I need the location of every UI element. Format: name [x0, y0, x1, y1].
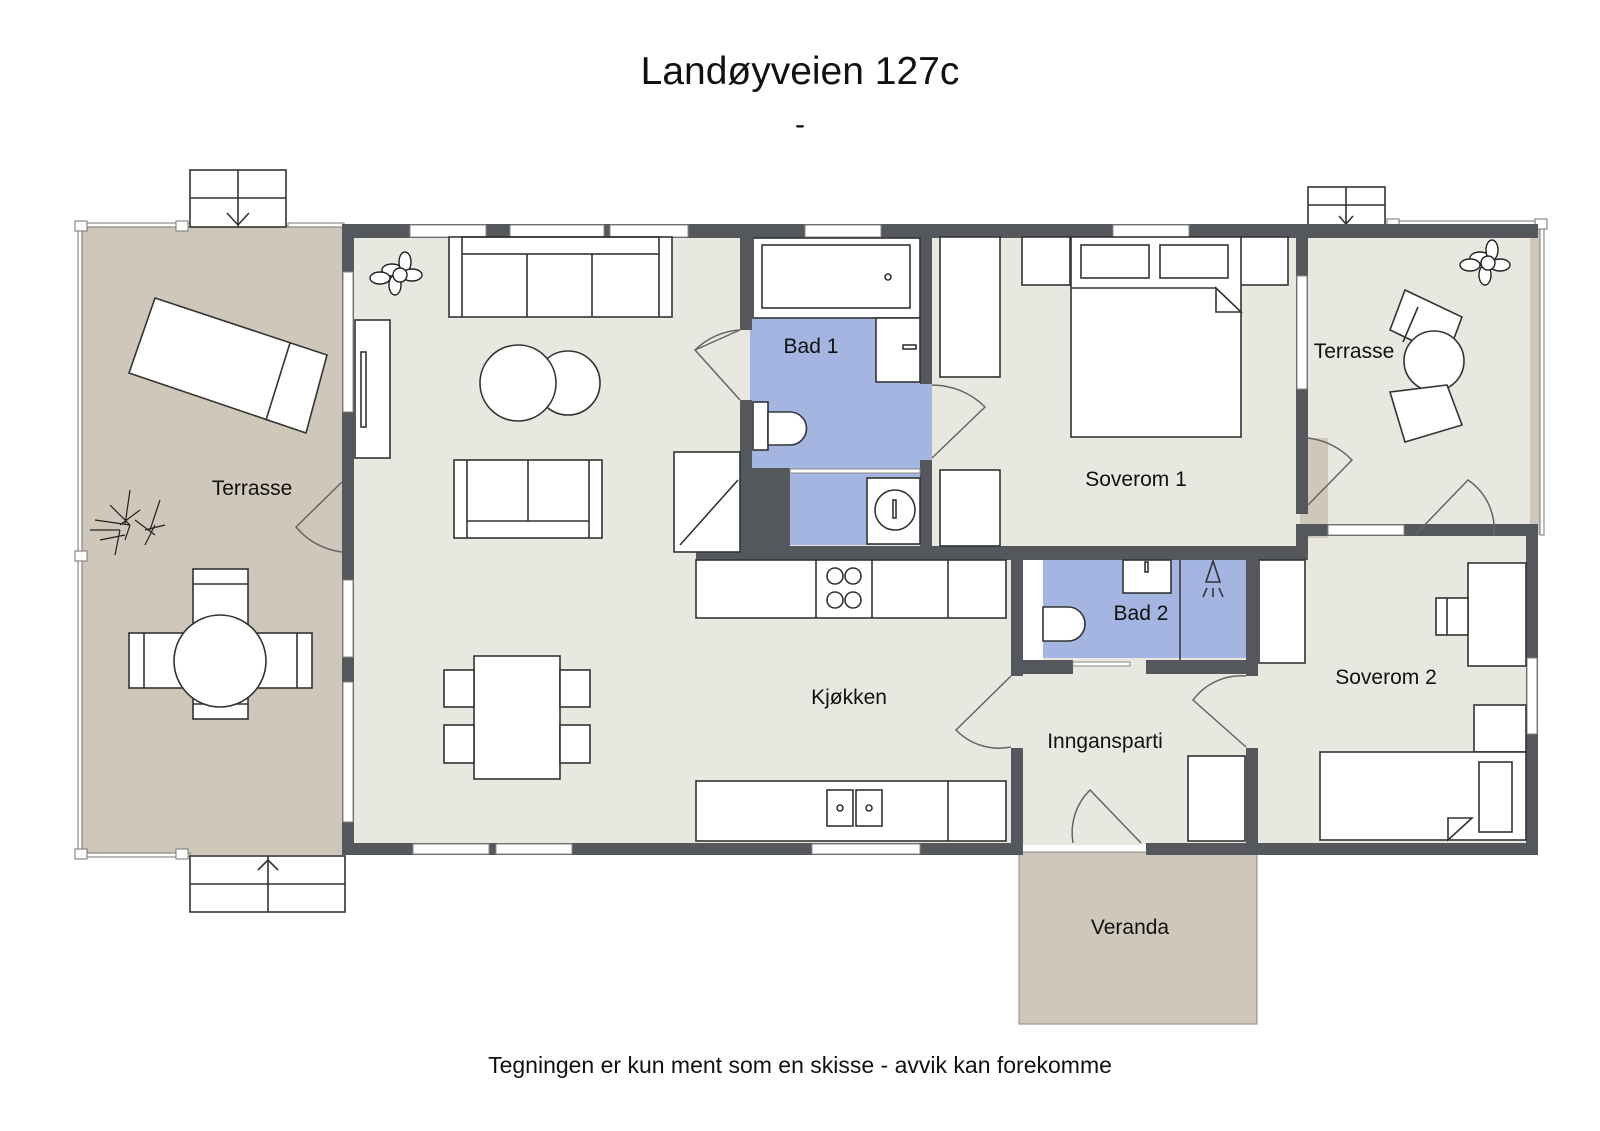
- room-label-soverom2: Soverom 2: [1335, 666, 1437, 689]
- wardrobe: [939, 469, 1001, 547]
- wardrobe-door: [679, 479, 739, 546]
- room-label-terrace-east: Terrasse: [1314, 340, 1395, 363]
- bathtub-icon: [752, 237, 921, 319]
- room-label-terrace-west: Terrasse: [212, 477, 293, 500]
- plant-icon: [1459, 239, 1511, 286]
- desk-icon: [1435, 562, 1527, 667]
- post: [74, 848, 88, 860]
- sofa-icon: [448, 236, 673, 318]
- sofa-icon: [453, 459, 603, 539]
- nightstand: [1021, 236, 1071, 286]
- sink-icon: [875, 317, 921, 383]
- stairs-icon: [189, 169, 287, 228]
- nightstand: [1239, 236, 1289, 286]
- shower-icon: [1202, 558, 1224, 598]
- wardrobe: [1187, 755, 1246, 842]
- railing-west: [77, 224, 83, 856]
- wardrobe: [939, 236, 1001, 378]
- window-icon: [342, 224, 1538, 855]
- wardrobe: [673, 451, 741, 553]
- kitchen-counter: [695, 780, 1007, 842]
- railing-north-west: [79, 222, 191, 228]
- room-label-bad2: Bad 2: [1114, 602, 1169, 625]
- room-label-veranda: Veranda: [1091, 916, 1170, 939]
- railing-east: [1539, 224, 1545, 536]
- dining-table-icon: [443, 655, 591, 780]
- sink-icon: [826, 789, 883, 827]
- sliding-door: [1072, 661, 1131, 667]
- table-icon: [1403, 330, 1465, 392]
- lounger-icon: [127, 296, 328, 435]
- interior-walls: [696, 224, 1308, 855]
- door-icon: [294, 329, 1495, 844]
- railing-south-west: [79, 852, 191, 858]
- dining-set-icon: [128, 568, 313, 720]
- post: [175, 848, 189, 860]
- stove-icon: [826, 567, 862, 609]
- toilet-icon: [1042, 606, 1086, 642]
- post: [74, 220, 88, 232]
- toilet-cistern: [1023, 560, 1043, 660]
- stairs-icon: [1307, 186, 1386, 226]
- sink-icon: [1122, 559, 1172, 594]
- plant-icon: [369, 251, 423, 296]
- room-label-kjokken: Kjøkken: [811, 686, 887, 709]
- room-label-bad1: Bad 1: [784, 335, 839, 358]
- post: [74, 550, 88, 562]
- nightstand: [1473, 704, 1527, 753]
- toilet-icon: [752, 401, 808, 451]
- room-label-soverom1: Soverom 1: [1085, 468, 1187, 491]
- bed-icon: [1319, 751, 1527, 842]
- coffee-table-icon: [479, 344, 601, 422]
- chair-icon: [1388, 384, 1464, 443]
- stairs-icon: [189, 855, 346, 913]
- disclaimer: Tegningen er kun ment som en skisse - av…: [488, 1052, 1112, 1078]
- plan-subtitle: -: [795, 108, 805, 141]
- post: [175, 220, 189, 232]
- washing-machine-icon: [866, 477, 921, 545]
- plan-title: Landøyveien 127c: [640, 50, 960, 93]
- railing-north-east: [287, 222, 345, 228]
- bed-icon: [1070, 236, 1243, 438]
- sliding-door: [789, 468, 921, 474]
- room-label-inngangsparti: Inngansparti: [1047, 730, 1163, 753]
- tv-bench-icon: [354, 319, 391, 459]
- veranda-floor: [1018, 851, 1258, 1025]
- wardrobe: [1258, 559, 1306, 664]
- plant-icon: [90, 489, 166, 556]
